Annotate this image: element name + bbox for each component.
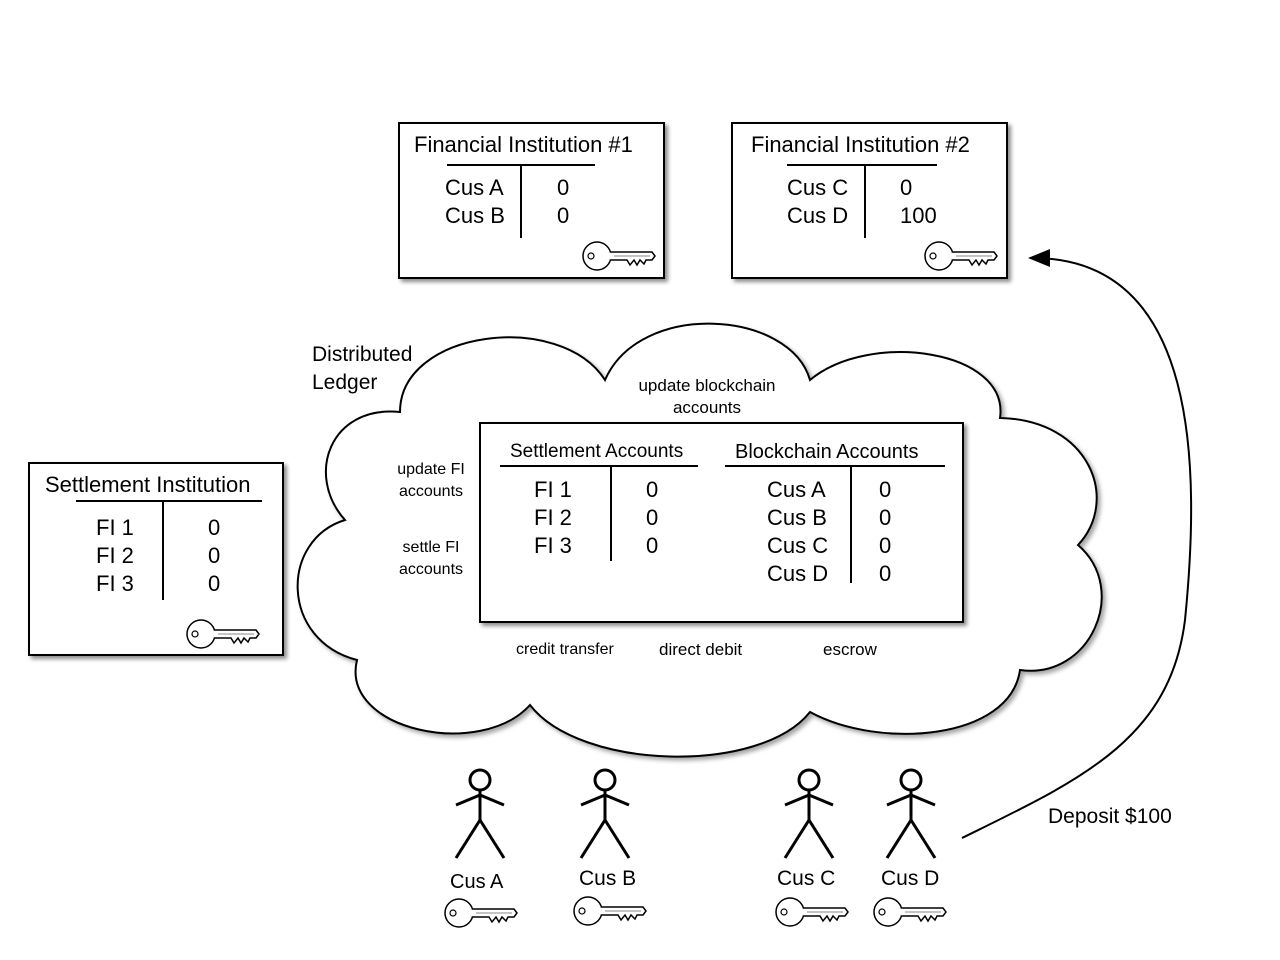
settlement-accounts-hline	[500, 465, 698, 467]
key-icon	[444, 898, 518, 928]
customer-label: Cus C	[777, 867, 836, 890]
customer-b: Cus B	[555, 765, 655, 940]
settle-fi-line1: settle FI	[402, 539, 460, 556]
fi1-row-name: Cus B	[445, 203, 505, 228]
customer-label: Cus A	[450, 871, 504, 893]
fi2-table-hline	[787, 164, 937, 166]
settlement-institution-row-value: 0	[208, 515, 221, 540]
settlement-account-value: 0	[646, 477, 659, 502]
blockchain-account-value: 0	[879, 561, 892, 586]
update-blockchain-line2: accounts	[672, 398, 742, 417]
settlement-account-name: FI 3	[534, 533, 572, 558]
settlement-account-value: 0	[646, 505, 659, 530]
blockchain-accounts-title: Blockchain Accounts	[735, 441, 919, 463]
fi2-row-value: 0	[900, 175, 913, 200]
person-icon	[452, 768, 508, 860]
deposit-label: Deposit $100	[1048, 805, 1172, 828]
settlement-institution-row-value: 0	[208, 571, 221, 596]
blockchain-account-name: Cus D	[767, 561, 829, 586]
key-icon	[924, 241, 998, 271]
financial-institution-1-box: Financial Institution #1 Cus A 0 Cus B 0	[398, 122, 665, 279]
key-icon	[873, 897, 947, 927]
fi2-row-name: Cus D	[787, 203, 849, 228]
operation-credit-transfer: credit transfer	[516, 641, 614, 658]
settlement-institution-vline	[162, 500, 164, 600]
update-blockchain-accounts-label: update blockchain accounts	[607, 375, 807, 419]
customer-label: Cus D	[881, 867, 940, 890]
ledger-accounts-box: Settlement Accounts FI 1 0 FI 2 0 FI 3 0…	[479, 422, 964, 623]
fi2-row-value: 100	[900, 203, 937, 228]
update-fi-accounts-label: update FI accounts	[376, 459, 486, 503]
fi2-title: Financial Institution #2	[751, 132, 970, 157]
settlement-institution-row-name: FI 3	[96, 571, 134, 596]
blockchain-account-value: 0	[879, 477, 892, 502]
key-icon	[573, 896, 647, 926]
settlement-institution-box: Settlement Institution FI 1 0 FI 2 0 FI …	[28, 462, 284, 656]
fi1-row-name: Cus A	[445, 175, 504, 200]
key-icon	[582, 241, 656, 271]
settlement-accounts-title: Settlement Accounts	[510, 441, 684, 462]
blockchain-account-name: Cus B	[767, 505, 827, 530]
key-icon	[186, 619, 260, 649]
customer-c: Cus C	[759, 765, 859, 940]
key-icon	[775, 897, 849, 927]
update-fi-line1: update FI	[397, 461, 465, 478]
update-fi-line2: accounts	[398, 483, 464, 500]
blockchain-accounts-hline	[725, 465, 945, 467]
fi2-table-vline	[864, 164, 866, 238]
fi1-row-value: 0	[557, 203, 570, 228]
settle-fi-accounts-label: settle FI accounts	[376, 537, 486, 581]
settlement-institution-title: Settlement Institution	[45, 472, 251, 497]
customer-label: Cus B	[579, 867, 637, 890]
settlement-account-name: FI 1	[534, 477, 572, 502]
distributed-ledger-label-line2: Ledger	[312, 371, 378, 394]
blockchain-account-value: 0	[879, 505, 892, 530]
blockchain-account-value: 0	[879, 533, 892, 558]
person-icon	[781, 768, 837, 860]
customer-a: Cus A	[430, 765, 530, 940]
settlement-institution-row-value: 0	[208, 543, 221, 568]
fi1-row-value: 0	[557, 175, 570, 200]
fi1-table-vline	[520, 164, 522, 238]
fi1-title: Financial Institution #1	[414, 132, 633, 157]
settlement-institution-row-name: FI 1	[96, 515, 134, 540]
financial-institution-2-box: Financial Institution #2 Cus C 0 Cus D 1…	[731, 122, 1008, 279]
settlement-account-name: FI 2	[534, 505, 572, 530]
operation-direct-debit: direct debit	[659, 640, 743, 659]
settlement-institution-row-name: FI 2	[96, 543, 134, 568]
person-icon	[883, 768, 939, 860]
blockchain-account-name: Cus A	[767, 477, 826, 502]
blockchain-accounts-vline	[850, 465, 852, 583]
distributed-ledger-label-line1: Distributed	[312, 343, 413, 366]
customer-d: Cus D	[861, 765, 961, 940]
settle-fi-line2: accounts	[398, 561, 464, 578]
blockchain-account-name: Cus C	[767, 533, 829, 558]
settlement-institution-hline	[76, 500, 262, 502]
settlement-account-value: 0	[646, 533, 659, 558]
fi2-row-name: Cus C	[787, 175, 849, 200]
settlement-accounts-vline	[610, 465, 612, 561]
operation-escrow: escrow	[823, 640, 877, 659]
update-blockchain-line1: update blockchain	[638, 376, 776, 395]
person-icon	[577, 768, 633, 860]
